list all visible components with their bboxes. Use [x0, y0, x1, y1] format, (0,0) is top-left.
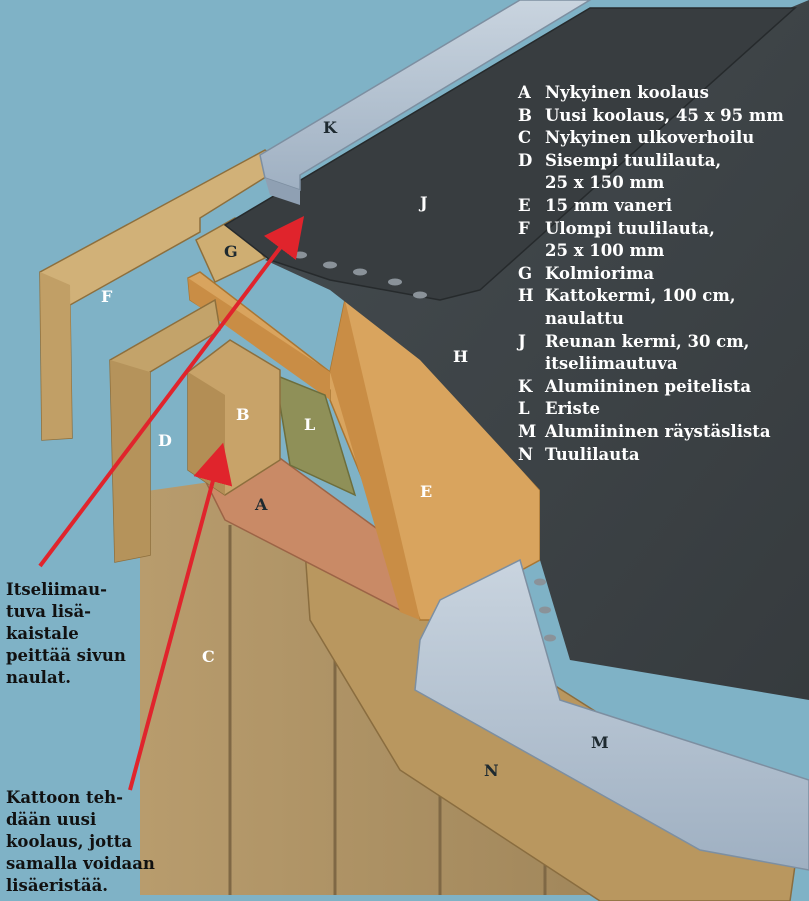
aluminium-drip-edge-m [414, 558, 809, 871]
note-new-battens: Kattoon teh- dään uusi koolaus, jotta sa… [6, 788, 155, 895]
legend-item: D Sisempi tuulilauta, 25 x 150 mm [518, 150, 808, 195]
legend-item: J Reunan kermi, 30 cm, itseliimautuva [518, 331, 808, 376]
legend-item: L Eriste [518, 398, 808, 421]
label-k: K [323, 118, 338, 137]
label-a: A [254, 495, 268, 514]
legend-key: D [518, 150, 533, 170]
arrow-1 [38, 216, 305, 568]
legend-text: Uusi koolaus, 45 x 95 mm [545, 105, 784, 125]
legend-key: L [518, 399, 530, 419]
legend-item: F Ulompi tuulilauta, 25 x 100 mm [518, 218, 808, 263]
legend-text: Sisempi tuulilauta, 25 x 150 mm [545, 150, 722, 193]
label-b: B [236, 405, 250, 424]
legend-text: Reunan kermi, 30 cm, itseliimautuva [545, 331, 750, 374]
label-n: N [484, 761, 499, 780]
legend-key: F [518, 218, 530, 238]
legend-key: A [518, 83, 531, 102]
legend-text: Tuulilauta [545, 444, 640, 464]
plywood-slope-e [330, 300, 420, 620]
label-h: H [453, 347, 468, 366]
legend-key: C [518, 128, 532, 148]
legend-text: Kolmiorima [545, 263, 655, 283]
roofing-felt-h [265, 0, 809, 700]
label-c: C [202, 647, 215, 666]
legend-text: Eriste [545, 399, 600, 419]
legend-item: A Nykyinen koolaus [518, 82, 808, 105]
plywood-edge-e [188, 278, 330, 400]
legend-text: Kattokermi, 100 cm, naulattu [545, 286, 736, 328]
legend-item: C Nykyinen ulkoverhoilu [518, 127, 808, 150]
legend-key: H [518, 286, 534, 306]
label-e: E [420, 482, 432, 501]
label-g: G [224, 242, 238, 261]
legend-key: M [518, 421, 537, 441]
edge-felt-j [223, 7, 797, 301]
legend-item: K Alumiininen peitelista [518, 376, 808, 399]
legend-text: Nykyinen koolaus [545, 83, 709, 102]
arrow-2 [128, 442, 233, 791]
label-l: L [304, 415, 315, 434]
legend-key: N [518, 444, 534, 464]
legend-item: E 15 mm vaneri [518, 195, 808, 218]
legend-key: G [518, 263, 533, 283]
legend-text: 15 mm vaneri [545, 195, 673, 215]
outer-wind-board-f-face [40, 272, 72, 440]
legend-text: Alumiininen räystäslista [545, 421, 771, 441]
note-self-adhesive-strip: Itseliimau- tuva lisä- kaistale peittää … [6, 580, 126, 687]
legend-item: H Kattokermi, 100 cm, naulattu [518, 285, 808, 330]
legend-key: K [518, 376, 533, 396]
aluminium-cover-strip-k-lip [265, 178, 300, 205]
legend-key: E [518, 195, 531, 215]
legend-item: G Kolmiorima [518, 263, 808, 286]
legend-key: B [518, 105, 532, 125]
label-d: D [158, 431, 172, 450]
legend-text: Ulompi tuulilauta, 25 x 100 mm [545, 218, 715, 261]
insulation-l [274, 373, 357, 497]
legend-key: J [518, 331, 526, 351]
legend-item: M Alumiininen räystäslista [518, 421, 808, 444]
label-f: F [101, 287, 113, 306]
legend-text: Nykyinen ulkoverhoilu [545, 128, 755, 148]
legend-item: B Uusi koolaus, 45 x 95 mm [518, 105, 808, 128]
label-j: J [418, 193, 428, 212]
legend-item: N Tuulilauta [518, 444, 808, 467]
label-m: M [591, 733, 609, 752]
inner-wind-board-d-face [110, 360, 150, 562]
legend-text: Alumiininen peitelista [545, 376, 752, 396]
